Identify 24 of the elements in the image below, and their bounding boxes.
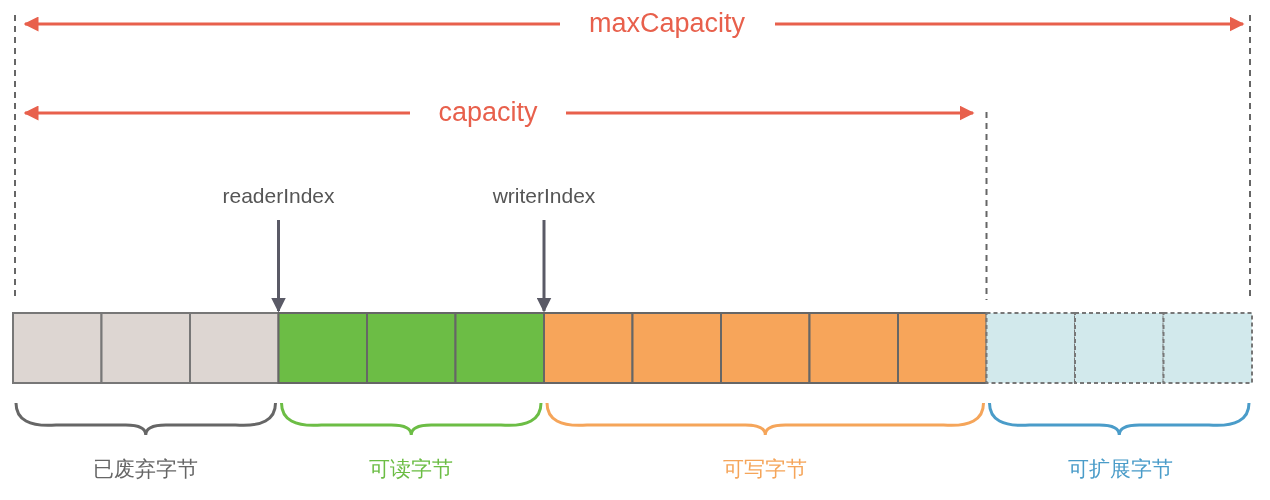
bracket-label: 可写字节 — [723, 456, 807, 482]
byte-cell — [808, 312, 899, 384]
byte-cell — [366, 312, 457, 384]
byte-cell — [454, 312, 545, 384]
byte-cell — [1074, 312, 1165, 384]
byte-cell — [543, 312, 634, 384]
leader-arrow — [536, 220, 552, 313]
dimension-label: capacity — [438, 97, 538, 128]
index-label: writerIndex — [492, 184, 596, 208]
byte-cell — [277, 312, 368, 384]
byte-cell — [100, 312, 191, 384]
byte-cell — [720, 312, 811, 384]
byte-cell — [897, 312, 988, 384]
byte-cell — [631, 312, 722, 384]
byte-cell — [189, 312, 280, 384]
byte-cell — [985, 312, 1076, 384]
bracket-label: 可扩展字节 — [1067, 456, 1173, 482]
leader-arrow — [271, 220, 286, 313]
index-label: readerIndex — [222, 184, 335, 208]
byte-cell — [1162, 312, 1253, 384]
bracket-label: 可读字节 — [369, 456, 453, 482]
byte-cell — [12, 312, 103, 384]
bracket-label: 已废弃字节 — [92, 456, 198, 482]
dimension-label: maxCapacity — [588, 8, 746, 39]
